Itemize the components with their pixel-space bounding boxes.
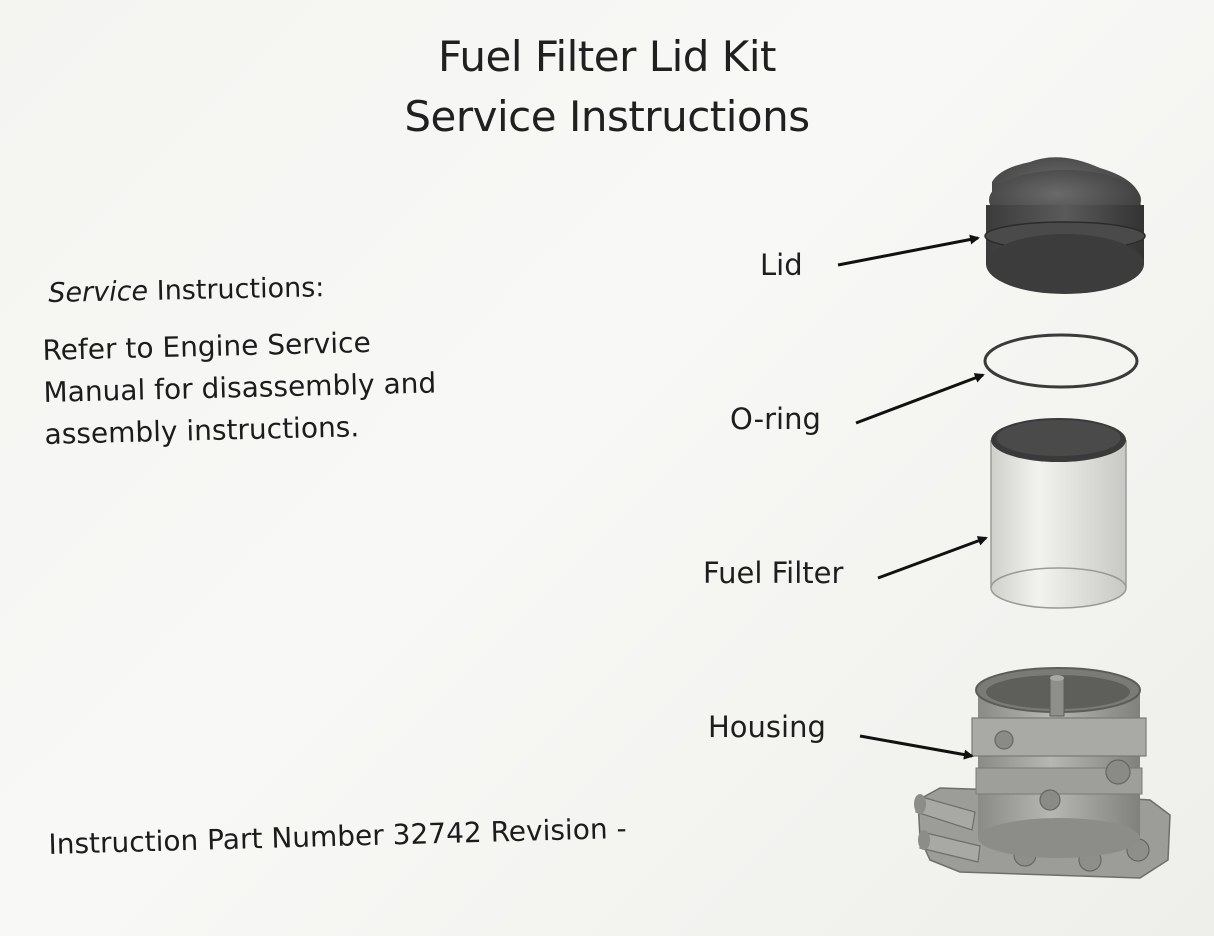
lid-arrow xyxy=(837,234,980,267)
fuel-filter-label: Fuel Filter xyxy=(703,556,844,590)
oring-image xyxy=(983,333,1139,389)
lid-label: Lid xyxy=(760,248,803,282)
oring-arrow xyxy=(855,373,985,425)
title-line-2: Service Instructions xyxy=(404,92,810,141)
lid-image xyxy=(984,157,1146,294)
title-line-1: Fuel Filter Lid Kit xyxy=(438,32,776,81)
housing-arrow xyxy=(859,734,974,760)
fuel-filter-image xyxy=(990,418,1127,609)
filter-arrow xyxy=(877,536,988,580)
housing-image xyxy=(914,667,1171,879)
housing-label: Housing xyxy=(708,710,826,744)
oring-label: O-ring xyxy=(730,402,821,436)
